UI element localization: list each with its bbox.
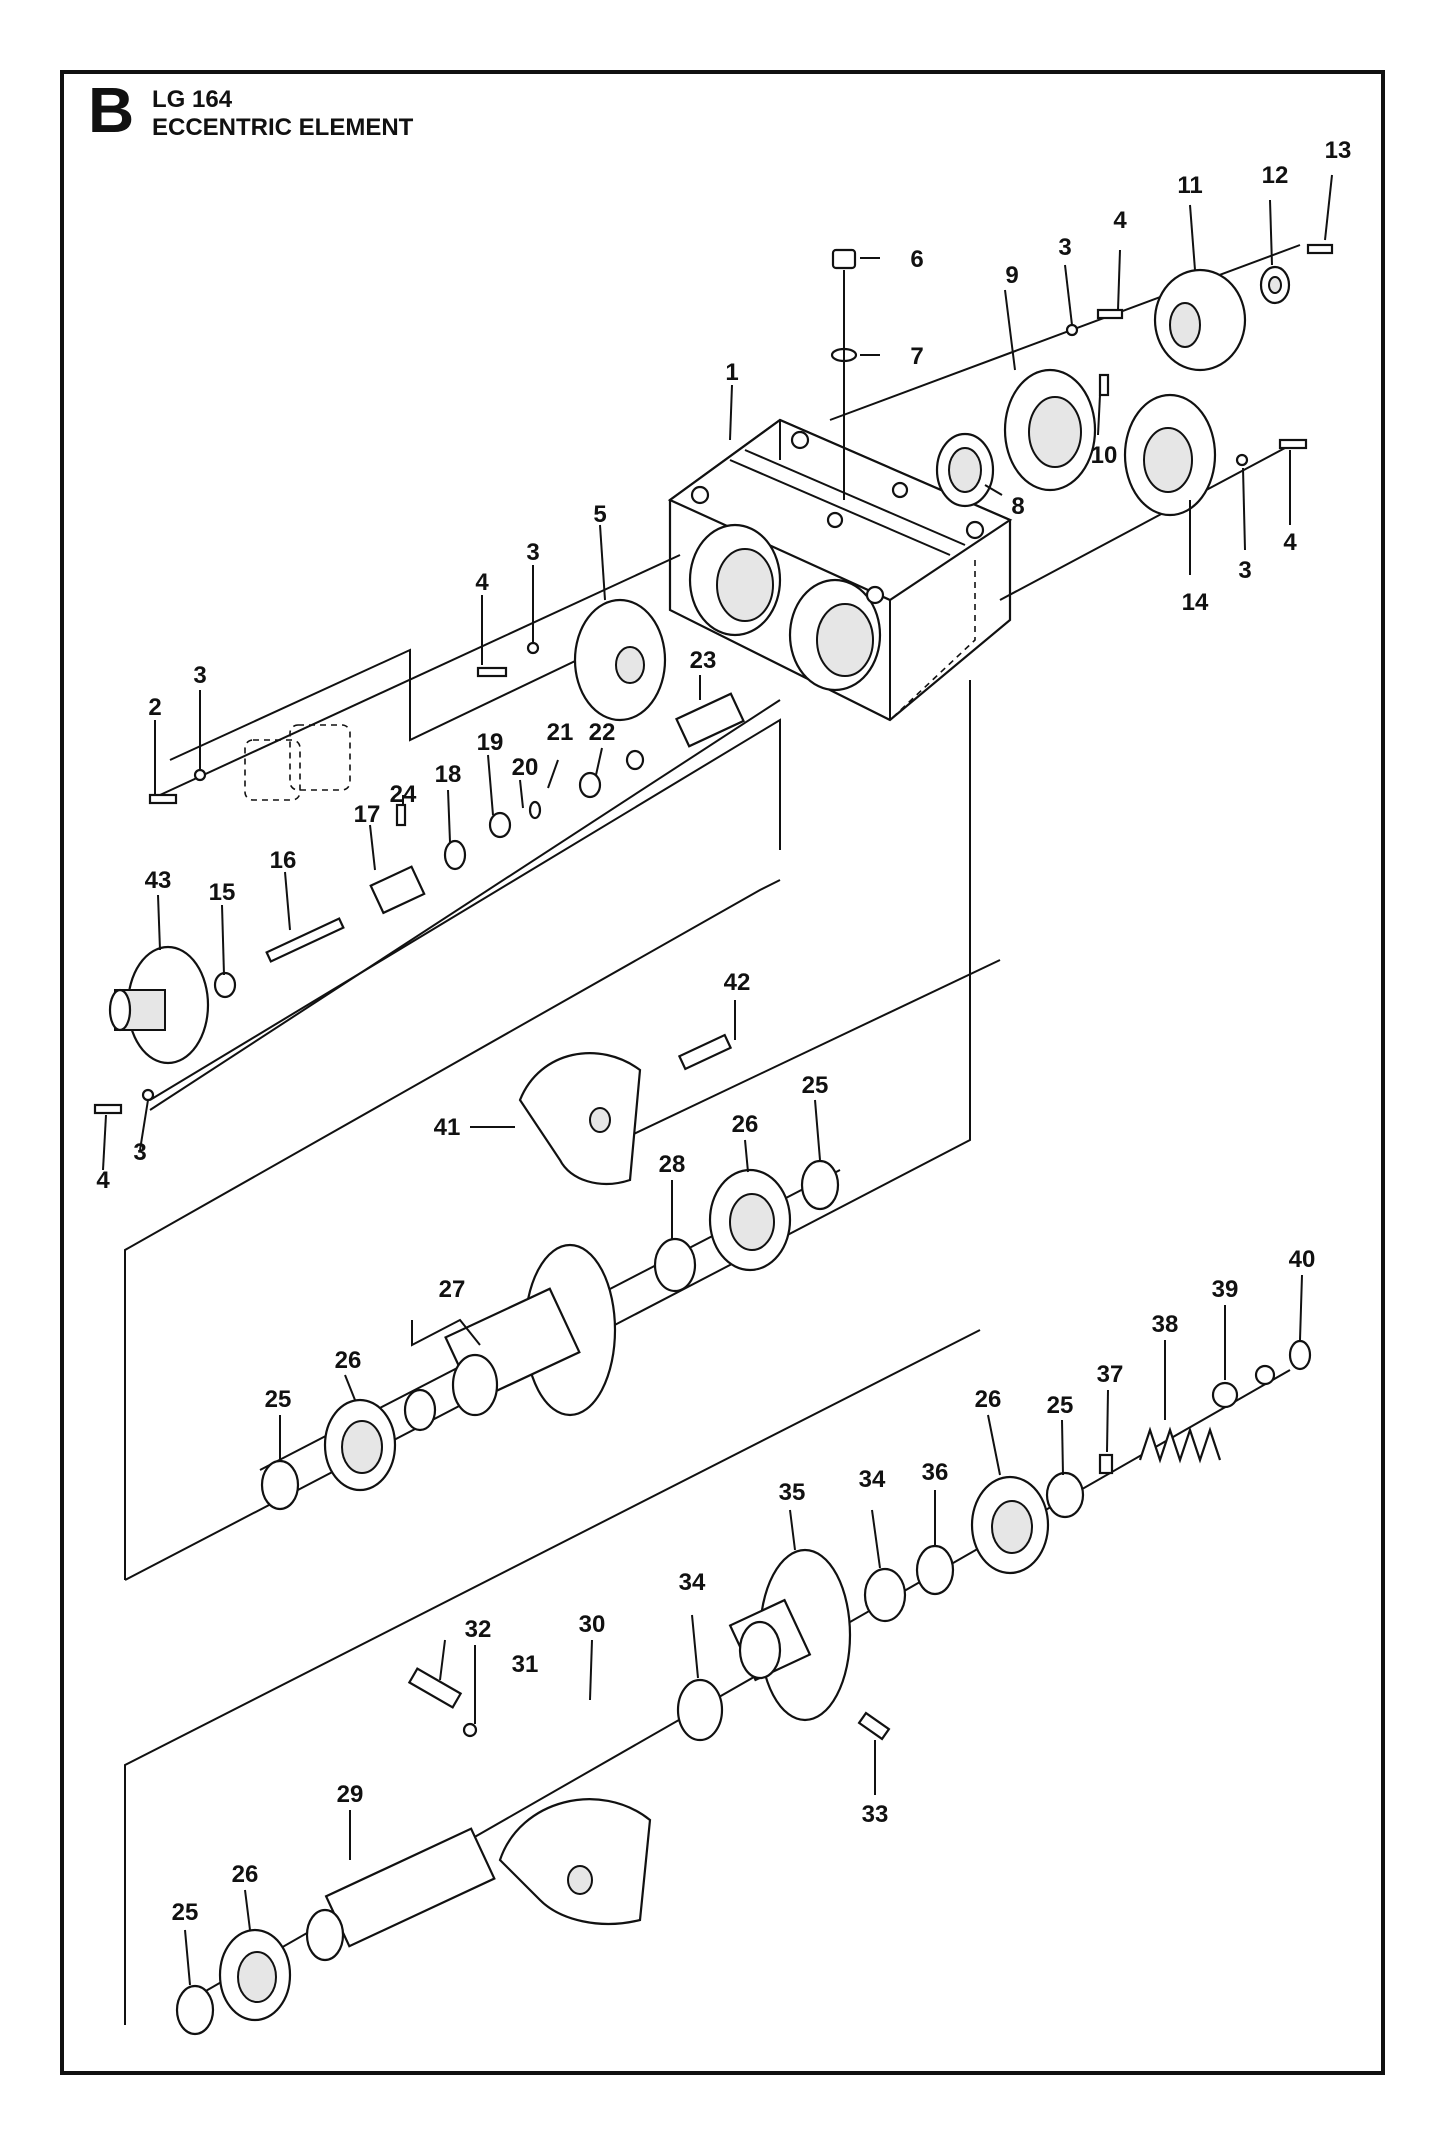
callout-43: 43 xyxy=(145,867,172,894)
diagram-title: ECCENTRIC ELEMENT xyxy=(152,114,414,141)
callout-4: 4 xyxy=(96,1167,110,1194)
callout-30: 30 xyxy=(579,1611,606,1638)
callout-36: 36 xyxy=(922,1459,949,1486)
callout-9: 9 xyxy=(1005,262,1018,289)
callout-14: 14 xyxy=(1182,589,1209,616)
lever-outline xyxy=(244,724,351,801)
callout-26: 26 xyxy=(975,1386,1002,1413)
model-name: LG 164 xyxy=(152,86,233,113)
callout-26: 26 xyxy=(232,1861,259,1888)
callout-25: 25 xyxy=(265,1386,292,1413)
callout-23: 23 xyxy=(690,647,717,674)
callout-38: 38 xyxy=(1152,1311,1179,1338)
callout-4: 4 xyxy=(475,569,489,596)
callout-16: 16 xyxy=(270,847,297,874)
leader-lines xyxy=(102,174,1333,1986)
callout-19: 19 xyxy=(477,729,504,756)
callout-32: 32 xyxy=(465,1616,492,1643)
callout-labels: 1 2 3 3 3 3 3 4 4 4 4 5 6 7 8 9 10 11 12… xyxy=(96,137,1351,1926)
callout-42: 42 xyxy=(724,969,751,996)
bolts-upper xyxy=(148,641,540,805)
callout-15: 15 xyxy=(209,879,236,906)
callout-25: 25 xyxy=(172,1899,199,1926)
callout-10: 10 xyxy=(1091,442,1118,469)
callout-26: 26 xyxy=(732,1111,759,1138)
callout-3: 3 xyxy=(1238,557,1251,584)
callout-33: 33 xyxy=(862,1801,889,1828)
callout-4: 4 xyxy=(1113,207,1127,234)
callout-13: 13 xyxy=(1325,137,1352,164)
middle-assembly xyxy=(124,680,1001,1581)
callout-39: 39 xyxy=(1212,1276,1239,1303)
callout-35: 35 xyxy=(779,1479,806,1506)
cover-plate xyxy=(573,598,667,722)
callout-25: 25 xyxy=(1047,1392,1074,1419)
callout-28: 28 xyxy=(659,1151,686,1178)
callout-11: 11 xyxy=(1177,172,1202,199)
callout-27: 27 xyxy=(439,1276,466,1303)
callout-17: 17 xyxy=(354,801,381,828)
callout-4: 4 xyxy=(1283,529,1297,556)
callout-40: 40 xyxy=(1289,1246,1316,1273)
callout-29: 29 xyxy=(337,1781,364,1808)
right-upper-parts xyxy=(830,243,1334,517)
callout-5: 5 xyxy=(593,501,606,528)
callout-6: 6 xyxy=(910,246,923,273)
callout-18: 18 xyxy=(435,761,462,788)
diagram-frame xyxy=(60,70,1385,2075)
callout-34: 34 xyxy=(859,1466,886,1493)
callout-3: 3 xyxy=(526,539,539,566)
upper-axis-lines xyxy=(149,244,1301,1111)
callout-21: 21 xyxy=(547,719,574,746)
callout-24: 24 xyxy=(390,781,417,808)
callout-8: 8 xyxy=(1011,493,1024,520)
callout-20: 20 xyxy=(512,754,539,781)
callout-12: 12 xyxy=(1262,162,1289,189)
callout-31: 31 xyxy=(512,1651,539,1678)
lower-assembly xyxy=(124,1329,1312,2036)
callout-37: 37 xyxy=(1097,1361,1124,1388)
flange-43 xyxy=(93,945,210,1115)
callout-22: 22 xyxy=(589,719,616,746)
callout-34: 34 xyxy=(679,1569,706,1596)
callout-3: 3 xyxy=(1058,234,1071,261)
upper-shaft-parts xyxy=(213,692,745,999)
callout-41: 41 xyxy=(434,1114,461,1141)
housing-part xyxy=(667,418,1013,722)
callout-7: 7 xyxy=(910,343,923,370)
callout-3: 3 xyxy=(193,662,206,689)
callout-3: 3 xyxy=(133,1139,146,1166)
callout-26: 26 xyxy=(335,1347,362,1374)
callout-25: 25 xyxy=(802,1072,829,1099)
section-letter: B xyxy=(88,74,135,146)
callout-1: 1 xyxy=(725,359,738,386)
callout-2: 2 xyxy=(148,694,161,721)
